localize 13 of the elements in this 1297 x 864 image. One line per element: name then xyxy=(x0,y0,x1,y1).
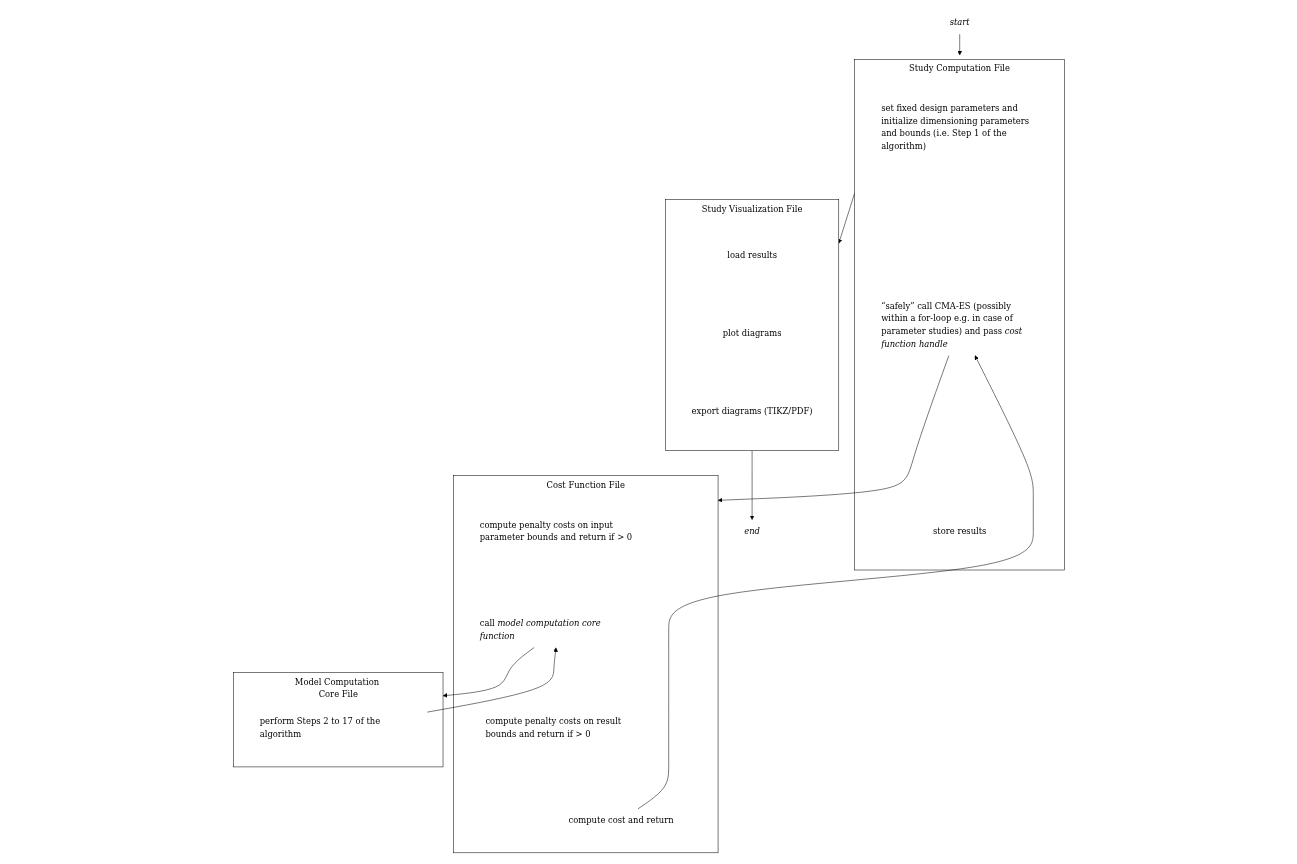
node-text: set fixed design parameters and initialize dimensioning parameters and bounds (i.e. Step 1 of the algorithm) xyxy=(880,103,1029,152)
node-text: export diagrams (TIKZ/PDF) xyxy=(691,406,813,417)
node-text: call model computation core function xyxy=(479,618,601,641)
node-text: start xyxy=(949,17,970,28)
node-text: store results xyxy=(932,526,986,536)
node-text: compute cost and return xyxy=(568,815,674,826)
node-text: compute penalty costs on input parameter bounds and return if > 0 xyxy=(479,519,632,543)
node-text: load results xyxy=(726,250,777,261)
node-text: “safely” call CMA-ES (possibly within a for-loop e.g. in case of parameter studies) and pass cost function handle xyxy=(880,301,1022,349)
node-text: perform Steps 2 to 17 of the algorithm xyxy=(259,716,380,740)
node-text: compute penalty costs on result bounds and return if > 0 xyxy=(484,716,621,740)
node-text: end xyxy=(743,526,760,536)
node-text: plot diagrams xyxy=(722,328,781,339)
